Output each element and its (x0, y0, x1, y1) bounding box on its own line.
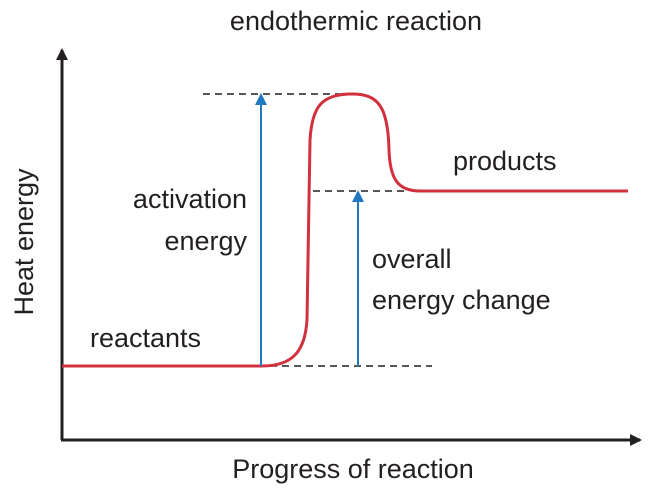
diagram-title: endothermic reaction (230, 6, 482, 36)
overall-energy-change-label-line1: overall (372, 244, 452, 274)
activation-energy-label-line1: activation (133, 184, 247, 214)
energy-curve (62, 92, 628, 368)
x-axis-label: Progress of reaction (232, 454, 474, 484)
y-axis-label: Heat energy (9, 168, 39, 316)
activation-energy-label-line2: energy (164, 226, 247, 256)
reactants-label: reactants (90, 323, 201, 353)
products-label: products (453, 146, 557, 176)
overall-energy-change-label-line2: energy change (372, 285, 551, 315)
